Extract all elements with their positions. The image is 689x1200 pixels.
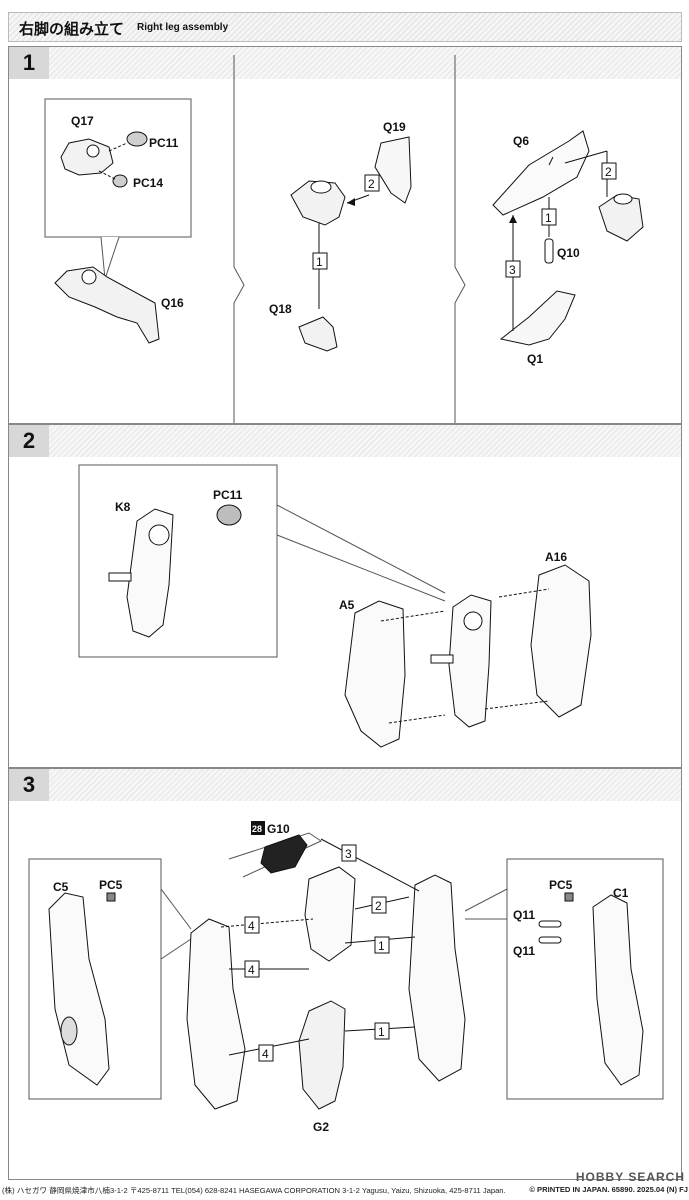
part-label-pc14: PC14: [133, 176, 163, 190]
part-label-q10: Q10: [557, 246, 580, 260]
part-label-a5: A5: [339, 598, 355, 612]
part-label-g10: G10: [267, 822, 290, 836]
step-2-panel: 2 K8 PC11 A5 A16: [8, 424, 682, 768]
step-3-order-4b: 4: [248, 963, 255, 977]
step-1-order-3: 3: [509, 263, 516, 277]
step-1-order-2b: 2: [605, 165, 612, 179]
part-label-q19: Q19: [383, 120, 406, 134]
step-1-panel: 1: [8, 46, 682, 424]
step-1-order-1b: 1: [545, 211, 552, 225]
step-1-diagram: 2 1 1 2 3 Q17 PC11 PC14 Q16 Q19 Q18 Q6 Q…: [44, 55, 644, 423]
part-label-pc5-right: PC5: [549, 878, 573, 892]
title-en: Right leg assembly: [137, 22, 229, 33]
footer-address: (株) ハセガワ 静岡県焼津市八楠3-1-2 〒425-8711 TEL(054…: [2, 1186, 506, 1195]
part-label-q11a: Q11: [513, 908, 535, 922]
step-1-order-1a: 1: [316, 255, 323, 269]
step-3-order-1b: 1: [378, 1025, 385, 1039]
step-1-number: 1: [9, 47, 49, 79]
part-label-q18: Q18: [269, 302, 292, 316]
step-1-order-2a: 2: [368, 177, 375, 191]
part-label-q17: Q17: [71, 114, 94, 128]
part-label-g2: G2: [313, 1120, 329, 1134]
step-3-order-4a: 4: [248, 919, 255, 933]
part-label-k8: K8: [115, 500, 131, 514]
step-2-diagram: K8 PC11 A5 A16: [78, 464, 592, 748]
part-label-q1: Q1: [527, 352, 543, 366]
part-label-c5: C5: [53, 880, 69, 894]
step-3-order-4c: 4: [262, 1047, 269, 1061]
part-label-q16: Q16: [161, 296, 184, 310]
part-label-pc5-left: PC5: [99, 878, 123, 892]
step-3-order-2: 2: [375, 899, 382, 913]
title-jp: 右脚の組み立て: [19, 21, 125, 38]
step-2-number: 2: [9, 425, 49, 457]
part-label-c1: C1: [613, 886, 629, 900]
footer: (株) ハセガワ 静岡県焼津市八楠3-1-2 〒425-8711 TEL(054…: [2, 1185, 688, 1196]
step-3-panel: 3 3 4: [8, 768, 682, 1180]
part-label-q6: Q6: [513, 134, 529, 148]
section-header: 右脚の組み立て Right leg assembly: [8, 12, 682, 42]
step-3-order-1a: 1: [378, 939, 385, 953]
part-label-q11b: Q11: [513, 944, 535, 958]
part-label-pc11-step2: PC11: [213, 488, 243, 502]
step-3-diagram: 3 4 2 1 4 4 1 28 G10 C5 PC5 PC5 C1 Q11 Q…: [28, 821, 664, 1134]
part-label-pc11: PC11: [149, 136, 179, 150]
part-label-a16: A16: [545, 550, 567, 564]
footer-print-info: © PRINTED IN JAPAN. 65890. 2025.04 (N) F…: [529, 1185, 688, 1194]
g10-badge: 28: [252, 824, 262, 834]
step-3-order-3: 3: [345, 847, 352, 861]
watermark: HOBBY SEARCH: [575, 1170, 685, 1184]
step-3-number: 3: [9, 769, 49, 801]
